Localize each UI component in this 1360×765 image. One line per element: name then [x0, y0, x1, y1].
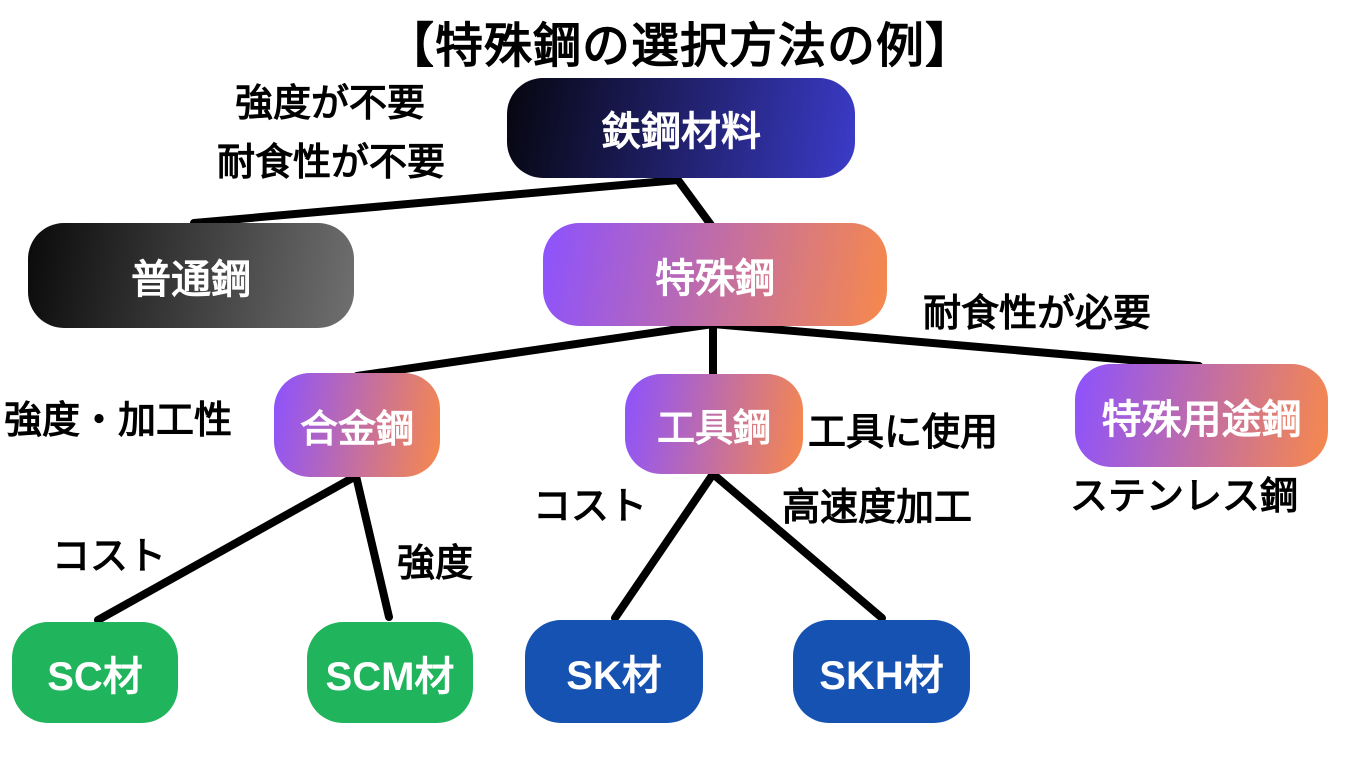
edge-label-corrosion-resistance-not-needed: 耐食性が不要 [217, 142, 446, 184]
edge-kougu-sk [611, 470, 717, 622]
edge-kougu-skh [709, 470, 886, 622]
node-sk-material: SK材 [525, 620, 703, 723]
node-skh-material-label: SKH材 [819, 653, 944, 698]
edge-label-corrosion-resistance-needed: 耐食性が必要 [923, 293, 1152, 335]
edge-label-strength-workability: 強度・加工性 [4, 400, 233, 442]
node-tool-steel-label: 工具鋼 [656, 407, 771, 450]
node-special-purpose-steel: 特殊用途鋼 [1075, 364, 1328, 467]
node-tool-steel: 工具鋼 [625, 374, 803, 474]
edge-goukin-scm [352, 472, 393, 621]
edge-label-cost-alloy-steel: コスト [52, 536, 167, 578]
edge-tokushu-tokushuyouto [709, 320, 1203, 370]
node-scm-material: SCM材 [307, 622, 473, 723]
node-special-purpose-steel-label: 特殊用途鋼 [1101, 397, 1302, 442]
node-sc-material: SC材 [12, 622, 178, 723]
edge-label-strength: 強度 [397, 543, 474, 585]
edge-label-strength-not-needed: 強度が不要 [235, 83, 426, 125]
node-skh-material: SKH材 [793, 620, 970, 723]
edge-label-high-speed-machining: 高速度加工 [782, 487, 973, 529]
node-steel-material: 鉄鋼材料 [507, 78, 855, 178]
edge-tokushu-goukin [353, 320, 717, 380]
node-special-steel: 特殊鋼 [543, 223, 887, 326]
node-special-steel-label: 特殊鋼 [655, 256, 775, 301]
node-steel-material-label: 鉄鋼材料 [601, 110, 761, 154]
node-alloy-steel-label: 合金鋼 [299, 408, 414, 451]
edge-tekkou-futsuu [190, 176, 682, 227]
node-alloy-steel: 合金鋼 [274, 373, 440, 477]
edge-label-used-for-tools: 工具に使用 [808, 412, 999, 454]
node-scm-material-label: SCM材 [325, 654, 455, 699]
node-sk-material-label: SK材 [566, 653, 662, 698]
annotation-stainless-steel: ステンレス鋼 [1070, 476, 1299, 518]
edge-goukin-sc [94, 472, 360, 624]
node-plain-steel: 普通鋼 [28, 223, 354, 328]
node-sc-material-label: SC材 [47, 654, 143, 699]
page-title: 【特殊鋼の選択方法の例】 [385, 20, 974, 73]
edge-label-cost-tool-steel: コスト [533, 486, 648, 528]
node-plain-steel-label: 普通鋼 [131, 257, 251, 302]
edge-tekkou-tokushu [674, 176, 715, 229]
